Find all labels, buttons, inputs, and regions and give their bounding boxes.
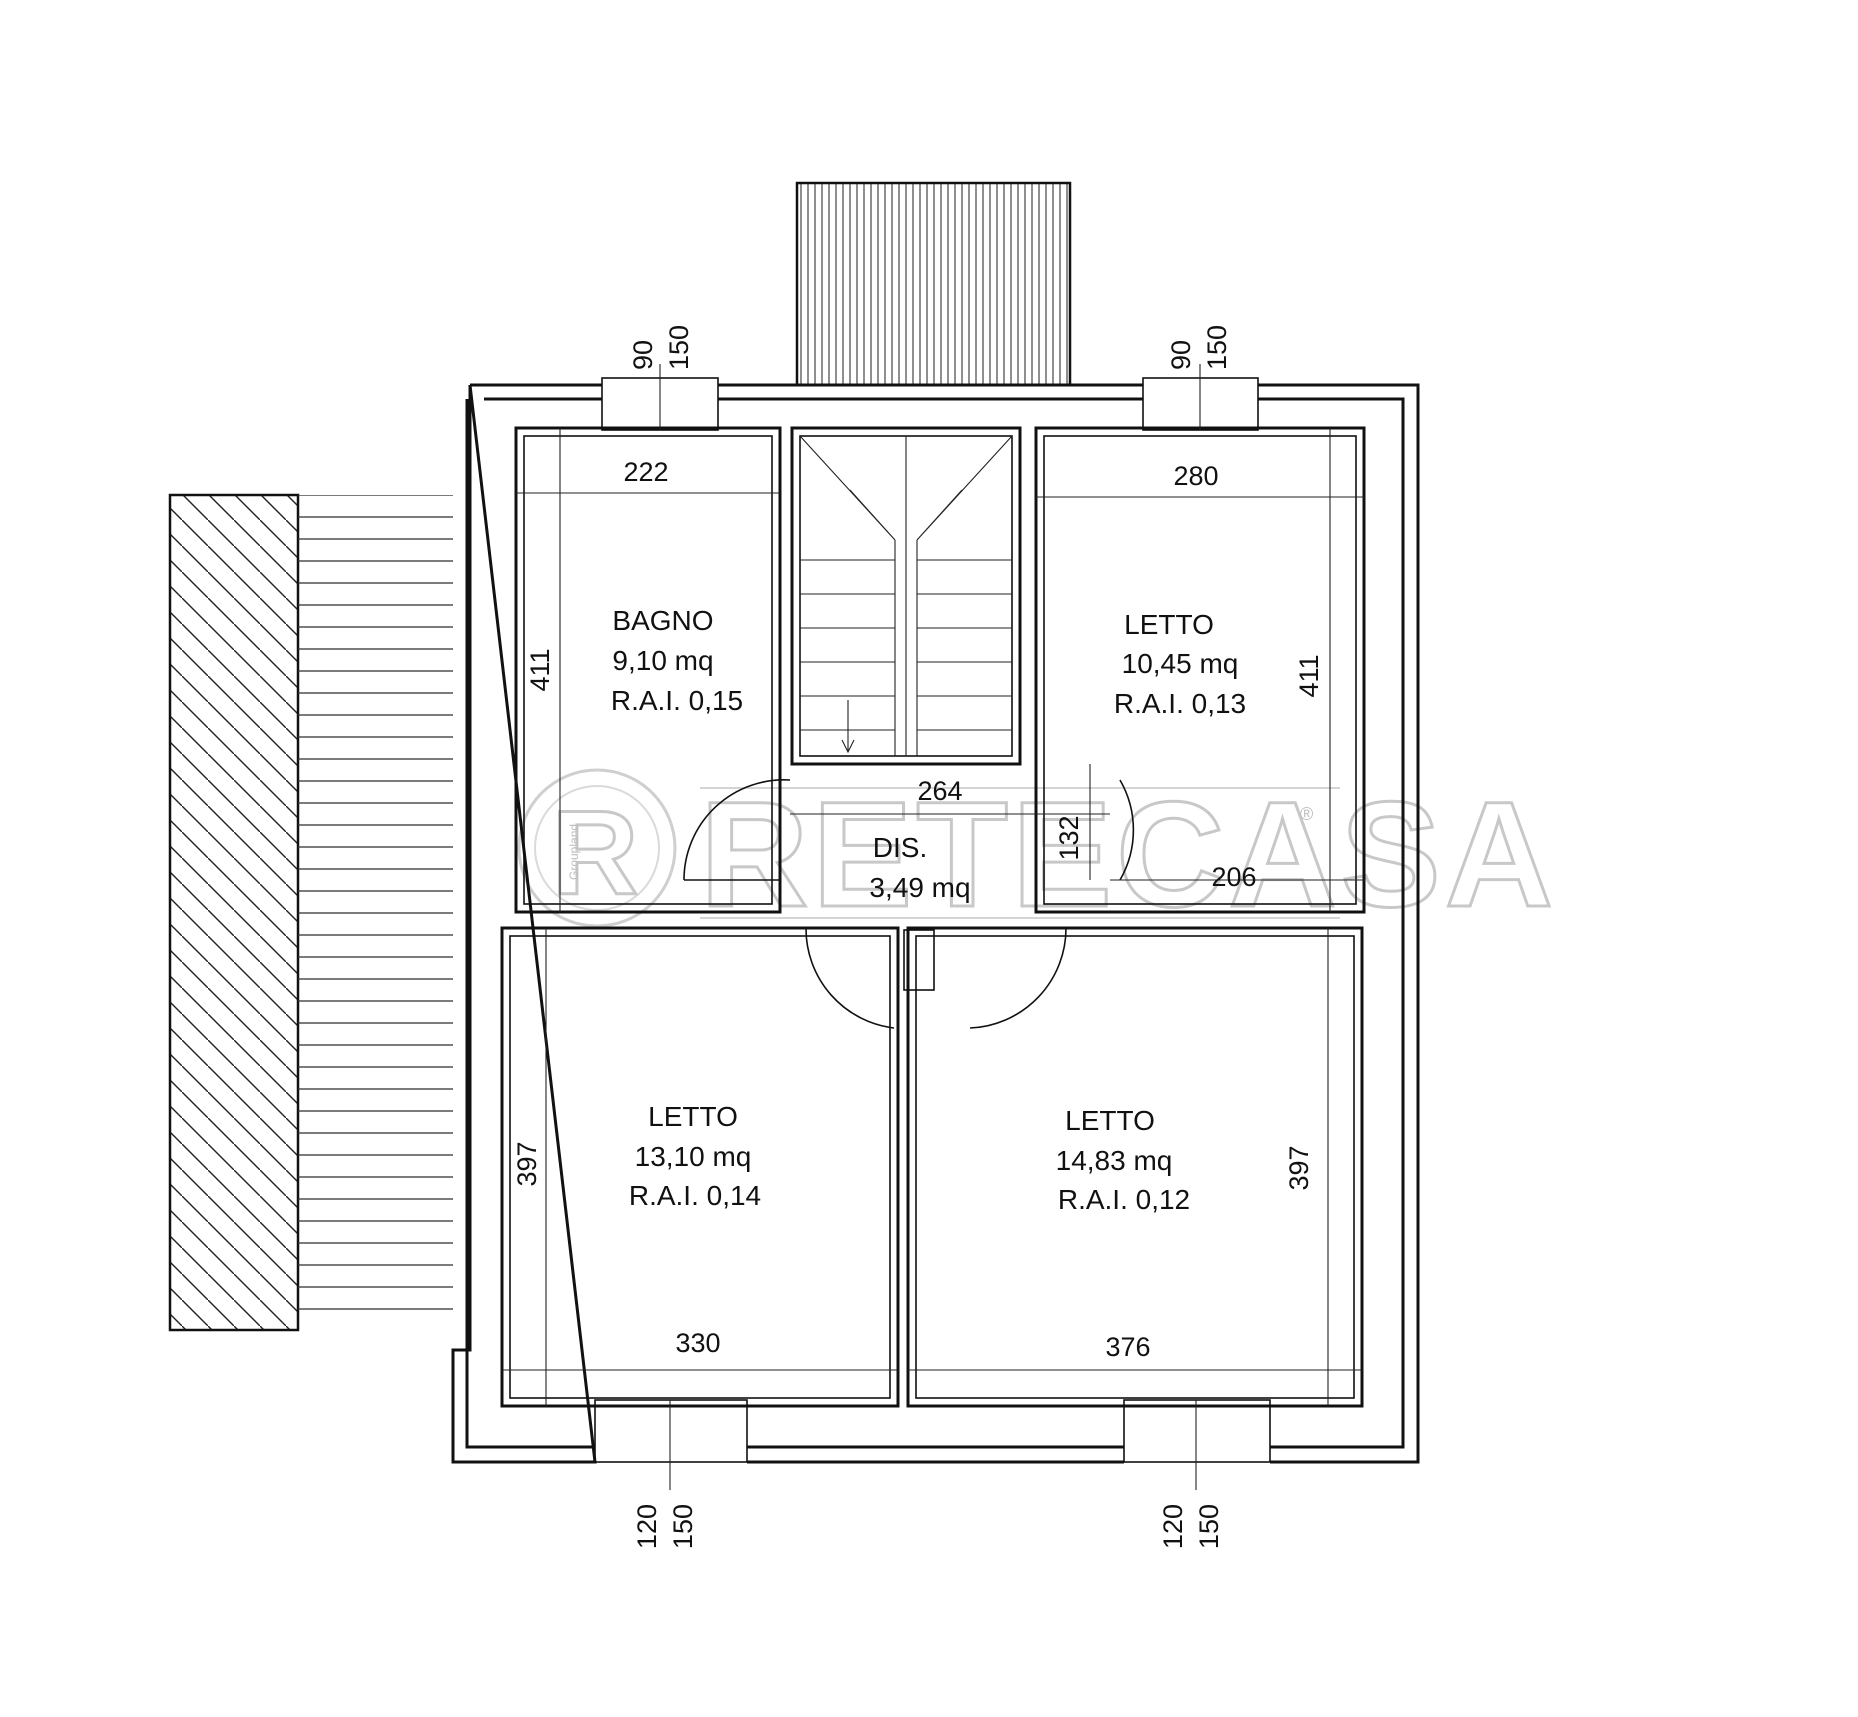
window-bottom-right-b: 150: [1194, 1504, 1224, 1549]
room-area: 13,10 mq: [635, 1141, 752, 1172]
dim-letto-sw-height: 397: [512, 1141, 542, 1186]
room-letto-ne: LETTO 10,45 mq R.A.I. 0,13: [1114, 609, 1246, 719]
dim-letto-ne-height: 411: [1294, 654, 1324, 697]
dim-bagno-width: 222: [623, 457, 668, 487]
window-top-right-a: 90: [1166, 340, 1196, 370]
dim-dis-width: 264: [917, 776, 962, 806]
room-area: 10,45 mq: [1122, 648, 1239, 679]
doors: [683, 779, 1135, 1029]
window-labels: 90 150 90 150 120 150 120 150: [628, 325, 1232, 1549]
dim-letto-se-width: 376: [1105, 1332, 1150, 1362]
window-bottom-right-a: 120: [1158, 1504, 1188, 1549]
dimension-lines: [502, 364, 1364, 1490]
room-area: 14,83 mq: [1056, 1145, 1173, 1176]
balcony-top: [795, 181, 1072, 387]
window-bottom-left-a: 120: [632, 1504, 662, 1549]
dimension-labels: 222 411 280 411 264 132 206 330 397 376 …: [512, 457, 1324, 1362]
room-area: 9,10 mq: [612, 645, 713, 676]
dim-letto-ne-width: 280: [1173, 461, 1218, 491]
room-rai: R.A.I. 0,15: [611, 685, 743, 716]
watermark-registered: ®: [1300, 804, 1313, 824]
room-bagno: BAGNO 9,10 mq R.A.I. 0,15: [611, 605, 743, 716]
dim-dis-height: 132: [1054, 815, 1084, 860]
window-bottom-left-b: 150: [668, 1504, 698, 1549]
room-letto-se: LETTO 14,83 mq R.A.I. 0,12: [1056, 1105, 1191, 1215]
room-disimpegno: DIS. 3,49 mq: [869, 832, 970, 903]
room-name: BAGNO: [612, 605, 713, 636]
watermark-mark: R: [552, 786, 643, 920]
room-name: DIS.: [873, 832, 927, 863]
dim-bagno-height: 411: [525, 648, 555, 691]
dim-letto-sw-width: 330: [675, 1328, 720, 1358]
exterior-walls: [451, 383, 1420, 1464]
room-name: LETTO: [648, 1101, 738, 1132]
window-top-left-a: 90: [628, 340, 658, 370]
room-letto-sw: LETTO 13,10 mq R.A.I. 0,14: [629, 1101, 761, 1211]
room-area: 3,49 mq: [869, 872, 970, 903]
staircase: [799, 435, 1013, 756]
window-top-right-b: 150: [1202, 325, 1232, 370]
window-top-left-b: 150: [664, 325, 694, 370]
dim-dis-side: 206: [1211, 862, 1256, 892]
terrace-left: [168, 493, 453, 1332]
room-rai: R.A.I. 0,14: [629, 1180, 761, 1211]
room-name: LETTO: [1124, 609, 1214, 640]
watermark-vertical: Groupland: [567, 824, 581, 880]
dim-letto-se-height: 397: [1284, 1145, 1314, 1190]
room-rai: R.A.I. 0,12: [1058, 1184, 1190, 1215]
room-name: LETTO: [1065, 1105, 1155, 1136]
room-rai: R.A.I. 0,13: [1114, 688, 1246, 719]
